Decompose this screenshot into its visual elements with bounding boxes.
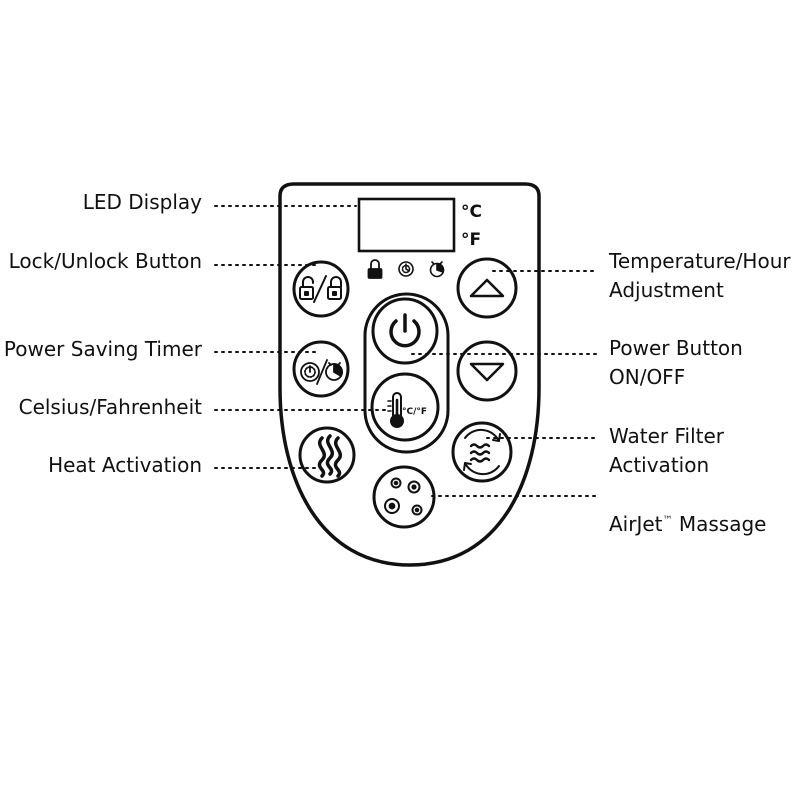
led-display [357, 197, 456, 253]
power-button[interactable] [371, 297, 439, 365]
lock-indicator-icon [367, 259, 383, 279]
lock-unlock-icon [299, 275, 342, 303]
water-filter-button[interactable] [451, 421, 513, 483]
thermometer-icon [387, 392, 404, 428]
power-saving-timer-icon [300, 359, 343, 385]
down-arrow-icon [469, 362, 505, 382]
label-power-saving-timer: Power Saving Timer [4, 337, 203, 361]
celsius-fahrenheit-label: °C/°F [402, 407, 427, 417]
label-power-button: Power Button [609, 336, 743, 360]
label-lock-unlock: Lock/Unlock Button [9, 249, 202, 273]
airjet-bubbles-icon [384, 477, 423, 516]
temperature-up-button[interactable] [456, 257, 518, 319]
label-adjustment: Adjustment [609, 278, 724, 302]
water-filter-icon [463, 428, 501, 476]
label-airjet-name: AirJet [609, 512, 663, 536]
power-saving-timer-button[interactable] [292, 340, 350, 398]
center-button-group [363, 292, 450, 454]
label-on-off: ON/OFF [609, 365, 685, 389]
label-airjet-massage: AirJet™ Massage [609, 512, 766, 536]
timer-indicator-icon [398, 261, 414, 277]
label-celsius-fahrenheit: Celsius/Fahrenheit [19, 395, 203, 419]
celsius-fahrenheit-button[interactable]: °C/°F [370, 372, 440, 442]
temperature-down-button[interactable] [456, 340, 518, 402]
airjet-massage-button[interactable] [372, 465, 436, 529]
clock-indicator-icon [429, 261, 445, 278]
label-airjet-rest: Massage [673, 512, 767, 536]
celsius-indicator: °C [461, 202, 482, 222]
label-temperature-hour: Temperature/Hour [608, 249, 791, 273]
heat-activation-button[interactable] [298, 426, 356, 484]
label-heat-activation: Heat Activation [48, 453, 202, 477]
power-icon [389, 313, 421, 348]
lock-unlock-button[interactable] [292, 260, 350, 318]
up-arrow-icon [469, 278, 505, 298]
label-led-display: LED Display [83, 190, 202, 214]
label-airjet-trademark: ™ [663, 515, 673, 526]
control-panel-outline [278, 182, 541, 567]
label-activation: Activation [609, 453, 709, 477]
fahrenheit-indicator: °F [461, 230, 481, 250]
label-water-filter: Water Filter [609, 424, 725, 448]
heat-waves-icon [317, 434, 342, 478]
